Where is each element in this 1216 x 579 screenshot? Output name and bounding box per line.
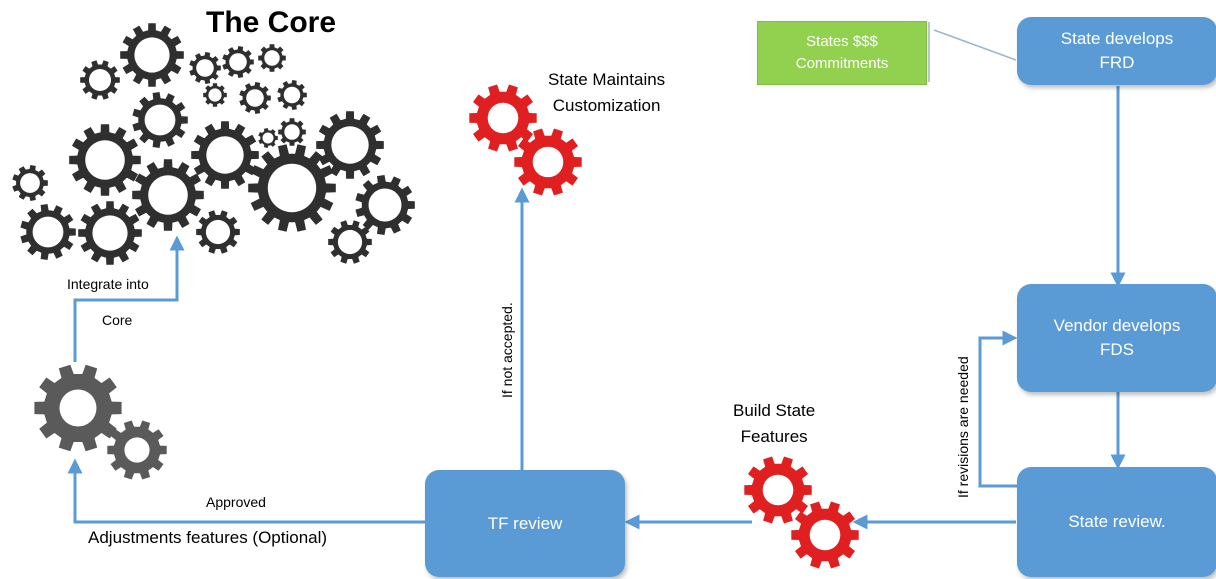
gear-hole xyxy=(148,175,188,215)
frd-line1: State develops xyxy=(1060,29,1174,48)
gear-hole xyxy=(487,102,519,134)
fds-line1: Vendor develops xyxy=(1053,316,1181,335)
state-review-box: State review. xyxy=(1017,467,1216,577)
gear-hole xyxy=(762,474,794,506)
arrow-revisions-loop xyxy=(978,330,1018,488)
gear-hole xyxy=(144,104,176,136)
arrow-integrate-to-core xyxy=(73,235,185,362)
state-maintains-line1: State Maintains xyxy=(548,70,666,89)
gear-hole xyxy=(532,146,564,178)
gear-hole xyxy=(20,173,40,193)
gear-hole xyxy=(331,126,369,164)
gear-hole xyxy=(32,216,64,248)
states-commitments-line1: States $$$ xyxy=(806,33,878,50)
states-commitments-box: States $$$ Commitments xyxy=(757,21,927,85)
arrow-tf-to-adjustments xyxy=(67,458,425,524)
gear-hole xyxy=(92,215,128,251)
build-state-line1: Build State xyxy=(733,401,816,420)
integrate-label-line1: Integrate into xyxy=(67,276,149,292)
gear-hole xyxy=(206,136,244,174)
fds-line2: FDS xyxy=(1100,340,1134,359)
states-commitments-line2: Commitments xyxy=(795,55,889,72)
state-maintains-line2: Customization xyxy=(552,96,661,115)
gear-hole xyxy=(284,124,300,140)
gear-hole xyxy=(208,88,222,102)
gear-hole xyxy=(809,519,841,551)
gear-hole xyxy=(205,219,231,245)
integrate-label-line2: Core xyxy=(102,312,133,328)
state-review-label: State review. xyxy=(1068,512,1166,531)
gear-hole xyxy=(89,69,111,91)
gear-icon-group xyxy=(12,23,859,569)
gear-hole xyxy=(229,53,247,71)
gear-hole xyxy=(262,132,274,144)
state-develops-frd-box: State develops FRD xyxy=(1017,17,1216,85)
build-state-line2: Features xyxy=(740,427,808,446)
gear-hole xyxy=(124,437,150,463)
tf-review-box: TF review xyxy=(425,470,625,577)
gear-hole xyxy=(196,59,214,77)
state-maintains-label: State Maintains Customization xyxy=(548,67,665,119)
vendor-develops-fds-box: Vendor develops FDS xyxy=(1017,284,1216,392)
gear-hole xyxy=(59,389,97,427)
build-state-features-label: Build State Features xyxy=(733,398,815,450)
approved-label: Approved xyxy=(206,494,266,510)
gear-hole xyxy=(264,50,280,66)
commitments-connector xyxy=(928,22,1017,82)
page-title: The Core xyxy=(206,6,337,39)
tf-review-label: TF review xyxy=(487,513,563,533)
if-revisions-label: If revisions are needed xyxy=(955,356,971,498)
connectors xyxy=(67,86,1126,530)
adjustments-label: Adjustments features (Optional) xyxy=(88,528,328,547)
if-not-accepted-label: If not accepted. xyxy=(499,302,515,398)
gear-hole xyxy=(85,140,125,180)
frd-line2: FRD xyxy=(1099,53,1135,72)
gear-hole xyxy=(134,37,170,73)
gear-hole xyxy=(246,89,264,107)
gear-hole xyxy=(267,163,317,213)
gear-hole xyxy=(368,188,402,222)
gear-hole xyxy=(337,229,363,255)
gear-hole xyxy=(283,86,301,104)
